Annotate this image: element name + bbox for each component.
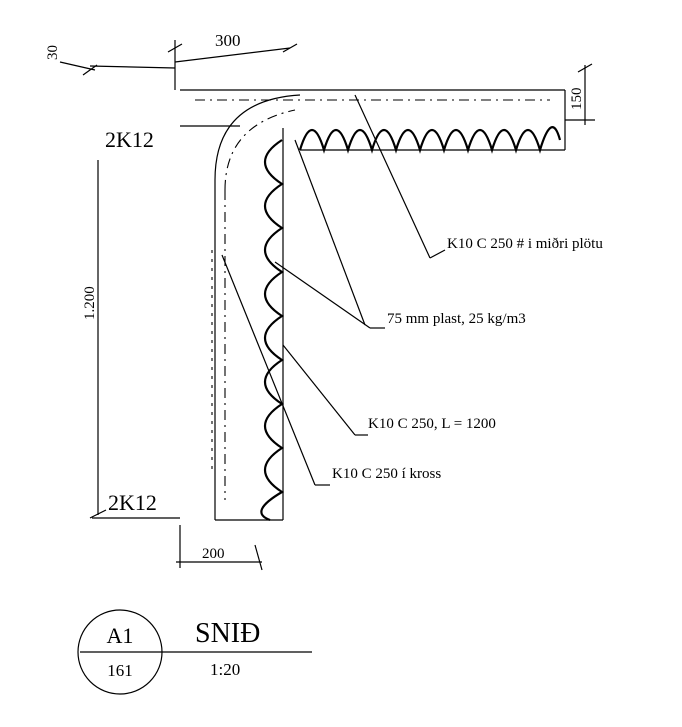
dim-top-width: 300 (167, 31, 298, 90)
top-slab (180, 89, 566, 154)
callout-2-leader-b (274, 261, 371, 329)
detail-number: A1 (107, 623, 134, 648)
slab-insulation-zigzag (298, 126, 562, 154)
dim-wall-height: 1.200 (82, 160, 107, 519)
wall (211, 94, 301, 522)
dim-bottom-width-text: 200 (202, 546, 225, 562)
dim-top-line (174, 47, 291, 63)
dim-wall-tick (89, 509, 107, 519)
dim-top-width-text: 300 (215, 31, 241, 50)
dim-wall-height-text: 1.200 (82, 286, 98, 320)
callout-1-leader (354, 94, 431, 259)
dim-offset-ext (89, 65, 176, 69)
drawing-scale: 1:20 (210, 660, 240, 679)
callout-4-text: K10 C 250 í kross (332, 466, 441, 482)
dim-right-height-text: 150 (569, 88, 585, 111)
rebar-labels: 2K12 2K12 (92, 125, 240, 519)
callout-3-text: K10 C 250, L = 1200 (368, 416, 496, 432)
callout-3-leader (282, 344, 356, 436)
callout-4-leader (221, 254, 316, 486)
dim-offset-tick (82, 64, 98, 76)
dim-top-offset: 30 (45, 45, 176, 76)
dim-right-height: 150 (565, 63, 595, 125)
rebar-bottom-label: 2K12 (108, 490, 157, 515)
dim-top-tick-left (167, 43, 183, 53)
sheet-number: 161 (107, 661, 133, 680)
wall-rebar-bend (224, 109, 296, 191)
callout-1-leader-end (429, 249, 446, 259)
rebar-top-label: 2K12 (105, 127, 154, 152)
wall-corner-arc (214, 94, 301, 181)
callout-2-text: 75 mm plast, 25 kg/m3 (387, 311, 526, 327)
dim-bottom-width: 200 (176, 525, 263, 571)
wall-insulation-zigzag (260, 139, 285, 522)
dim-right-tick (577, 63, 593, 73)
callout-1-text: K10 C 250 # i miðri plötu (447, 236, 603, 252)
dim-top-offset-text: 30 (45, 45, 61, 60)
title-block: A1 161 SNIÐ 1:20 (77, 609, 312, 695)
dim-offset-line (59, 61, 96, 71)
dim-bottom-ext-right (254, 544, 263, 571)
callouts: K10 C 250 # i miðri plötu 75 mm plast, 2… (221, 94, 603, 486)
drawing-title: SNIÐ (195, 618, 260, 649)
dim-top-tick-right (282, 43, 298, 53)
callout-2-leader-a (294, 139, 366, 326)
